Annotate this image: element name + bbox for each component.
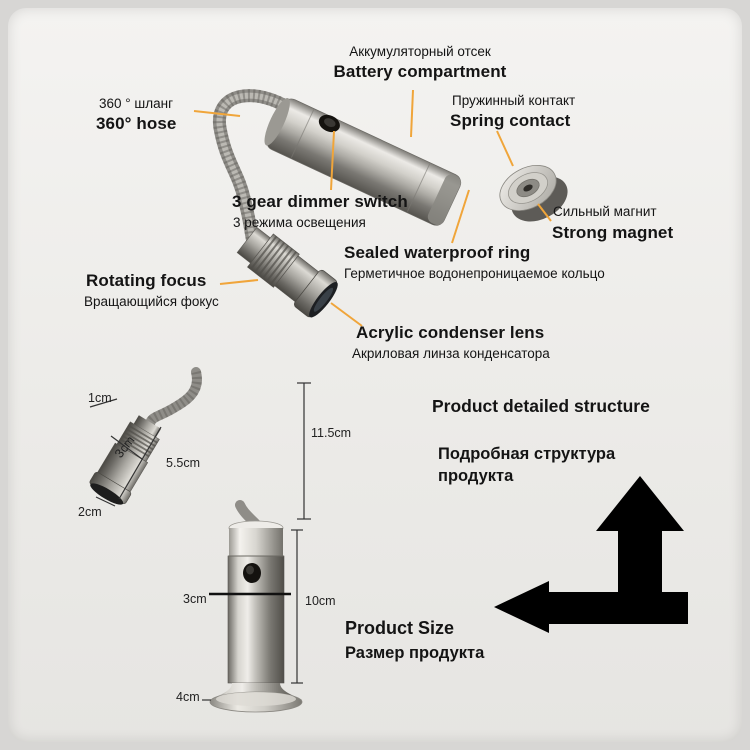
battery-label-en: Battery compartment [333,62,507,81]
flashlight-body-illustration [209,500,303,713]
dim-base-diameter: 4cm [176,690,200,704]
structure-heading-ru: Подробная структура продукта [438,445,616,486]
spring-contact-label-ru: Пружинный контакт [452,93,576,108]
battery-body-illustration [264,98,462,226]
dimension-lines-head [89,398,162,507]
structure-heading-en: Product detailed structure [432,396,650,416]
dim-head-length: 5.5cm [166,456,201,470]
dimmer-switch-label-en: 3 gear dimmer switch [232,192,408,211]
magnet-label-ru: Сильный магнит [553,204,657,219]
dim-tip: 1cm [88,391,112,405]
dim-upper-height: 11.5cm [311,426,352,440]
rotating-focus-label-en: Rotating focus [86,271,207,290]
gooseneck-hose-illustration [212,89,299,255]
rotating-focus-label-ru: Вращающийся фокус [84,294,219,309]
spring-contact-label-en: Spring contact [450,111,571,130]
dimmer-switch-label-ru: 3 режима освещения [233,215,366,230]
waterproof-ring-label-en: Sealed waterproof ring [344,243,531,262]
magnet-label-en: Strong magnet [552,223,674,242]
magnet-cap-illustration [499,165,568,222]
dim-lens-face: 2cm [78,505,102,519]
size-heading-en: Product Size [345,618,455,638]
dimension-lines-body [202,529,303,701]
battery-label-ru: Аккумуляторный отсек [349,44,491,59]
lens-label-ru: Акриловая линза конденсатора [352,346,550,361]
leader-lines [193,89,552,327]
bent-arrow-graphic [494,476,688,633]
hose-label-ru: 360 ° шланг [99,96,174,111]
hose-label-en: 360° hose [96,114,177,133]
dimension-line-upper-height [297,382,311,520]
dim-body-length: 10cm [305,594,336,608]
focus-head-illustration [236,226,338,318]
size-heading-ru: Размер продукта [345,644,485,662]
small-flashlight-illustration [89,367,202,505]
waterproof-ring-label-ru: Герметичное водонепроницаемое кольцо [344,266,605,281]
dim-body-diameter: 3cm [183,592,207,606]
lens-label-en: Acrylic condenser lens [356,323,545,342]
